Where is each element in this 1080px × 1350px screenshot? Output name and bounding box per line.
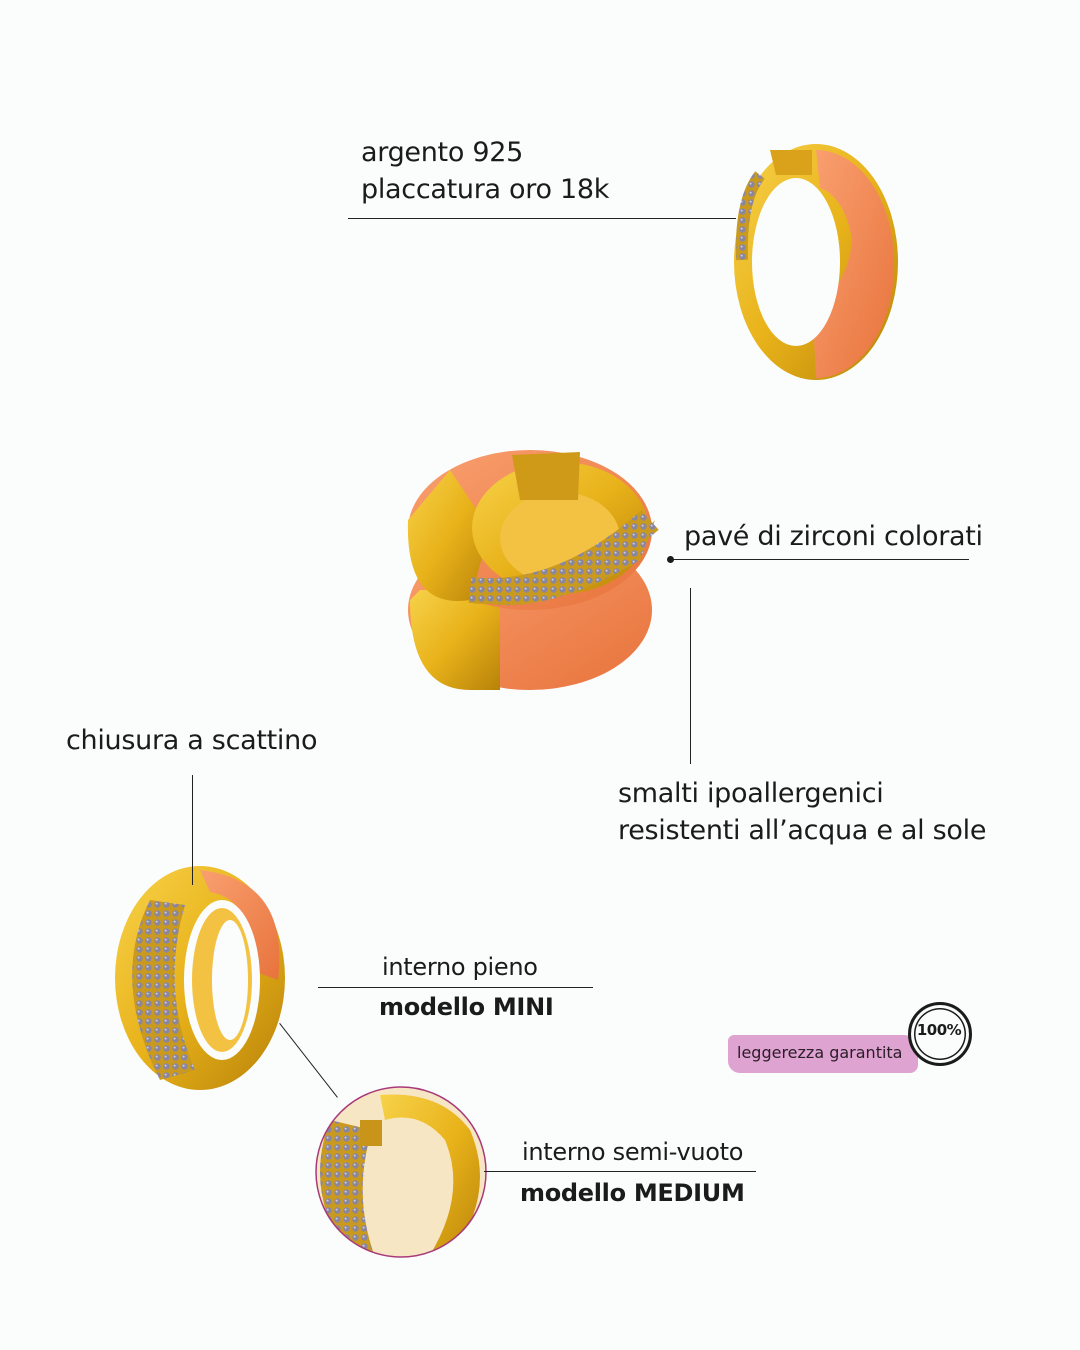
mini-model-label: modello MINI (379, 993, 554, 1021)
clasp-leader-line (192, 775, 193, 885)
pave-leader-dot (667, 556, 674, 563)
earring-bottom-image (115, 866, 285, 1090)
enamel-leader-line (690, 588, 691, 764)
medium-leader-line (484, 1171, 756, 1172)
material-label-line1: argento 925 (361, 137, 523, 168)
mini-inner-label: interno pieno (382, 953, 538, 981)
zoom-circle-outline (315, 1086, 487, 1258)
earring-middle-image (407, 450, 659, 690)
material-leader-line (348, 218, 736, 219)
pave-label: pavé di zirconi colorati (684, 521, 983, 552)
enamel-label-line2: resistenti all’acqua e al sole (618, 815, 987, 846)
earring-top-image (734, 144, 898, 380)
stamp-text: 100% (916, 1021, 962, 1039)
material-label-line2: placcatura oro 18k (361, 174, 610, 205)
mini-leader-line (318, 987, 593, 988)
enamel-label-line1: smalti ipoallergenici (618, 778, 884, 809)
percent-stamp-icon (908, 1002, 972, 1066)
clasp-label: chiusura a scattino (66, 725, 318, 756)
lightness-badge (728, 1035, 918, 1073)
medium-model-label: modello MEDIUM (520, 1179, 745, 1207)
zoom-detail-image (315, 1086, 487, 1258)
medium-inner-label: interno semi-vuoto (522, 1138, 744, 1166)
lightness-badge-text: leggerezza garantita (737, 1043, 903, 1062)
pave-leader-line (671, 559, 969, 560)
